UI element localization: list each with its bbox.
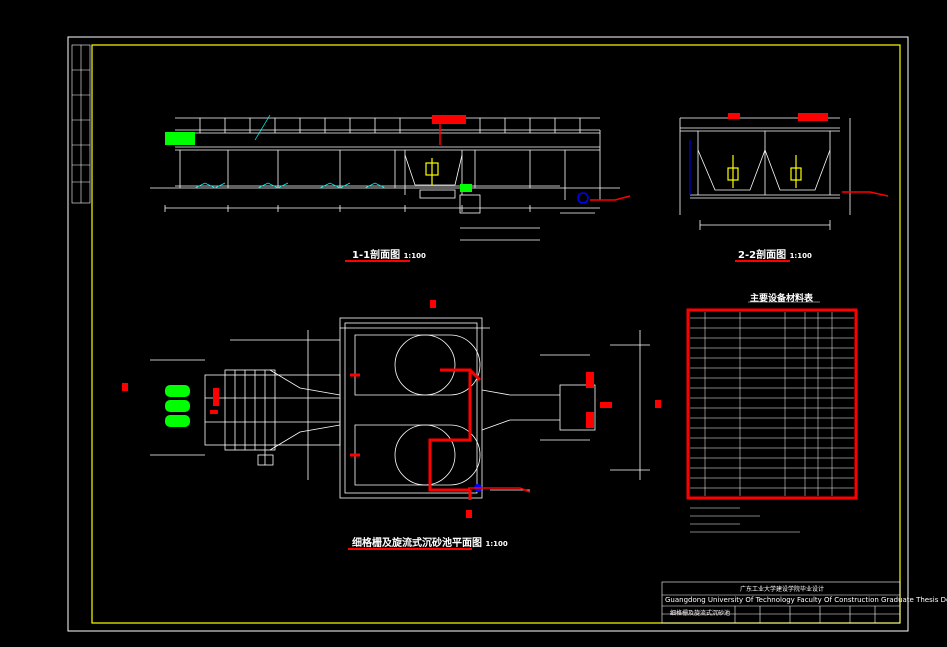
drive-motor-2 <box>798 113 828 121</box>
drawing-name: 细格栅及旋流式沉砂池 <box>670 610 731 617</box>
inlet-gates <box>165 385 190 427</box>
sand-pipe-network <box>350 368 482 500</box>
equipment-table-title: 主要设备材料表 <box>750 294 814 304</box>
equipment-table <box>686 308 858 533</box>
school-name-en: Guangdong University Of Technology Facul… <box>665 596 947 604</box>
section-2-2-drawing <box>679 113 889 230</box>
section-1-1-drawing <box>150 114 631 241</box>
inner-frame <box>91 44 901 624</box>
plan-view-drawing <box>122 300 661 518</box>
drive-motor <box>432 115 466 124</box>
binding-strip <box>71 44 91 204</box>
sand-pump-icon <box>577 192 589 204</box>
section-1-title: 1-1剖面图 1:100 <box>352 250 426 261</box>
outer-frame <box>67 36 909 632</box>
school-name-cn: 广东工业大学建设学院毕业设计 <box>740 586 825 593</box>
title-block <box>661 581 901 624</box>
plan-title: 细格栅及旋流式沉砂池平面图 1:100 <box>352 538 508 549</box>
section-2-title: 2-2剖面图 1:100 <box>738 250 812 261</box>
inlet-gate-equipment <box>165 132 195 145</box>
